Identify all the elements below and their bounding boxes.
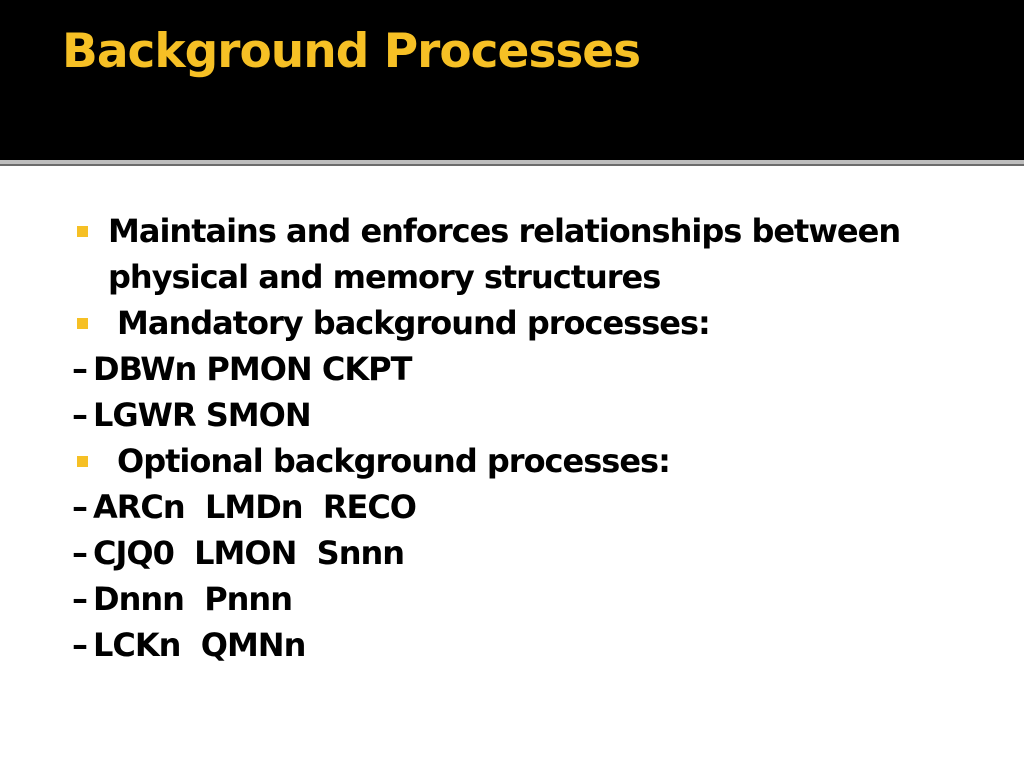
dash-item-text: Dnnn Pnnn: [93, 580, 293, 618]
bullet-marker: [77, 456, 88, 467]
dash-marker: –: [72, 396, 88, 434]
title-divider-shadow: [0, 164, 1024, 166]
dash-item: –ARCn LMDn RECO: [72, 484, 417, 530]
dash-item-text: CJQ0 LMON Snnn: [93, 534, 405, 572]
dash-marker: –: [72, 626, 88, 664]
slide-title: Background Processes: [62, 24, 641, 79]
bullet-text-continuation: physical and memory structures: [108, 258, 661, 296]
title-bar: Background Processes: [0, 0, 1024, 160]
dash-marker: –: [72, 350, 88, 388]
bullet-marker: [77, 226, 88, 237]
dash-item: –CJQ0 LMON Snnn: [72, 530, 405, 576]
bullet-marker: [77, 318, 88, 329]
dash-marker: –: [72, 534, 88, 572]
dash-item: –Dnnn Pnnn: [72, 576, 293, 622]
dash-item: –DBWn PMON CKPT: [72, 346, 412, 392]
bullet-text: Mandatory background processes:: [117, 304, 711, 342]
dash-marker: –: [72, 580, 88, 618]
dash-marker: –: [72, 488, 88, 526]
bullet-text: Optional background processes:: [117, 442, 671, 480]
dash-item-text: DBWn PMON CKPT: [93, 350, 412, 388]
dash-item-text: ARCn LMDn RECO: [93, 488, 417, 526]
dash-item: –LCKn QMNn: [72, 622, 306, 668]
dash-item-text: LCKn QMNn: [93, 626, 306, 664]
dash-item: –LGWR SMON: [72, 392, 312, 438]
title-divider: [0, 160, 1024, 164]
bullet-text: Maintains and enforces relationships bet…: [108, 212, 901, 250]
dash-item-text: LGWR SMON: [93, 396, 312, 434]
